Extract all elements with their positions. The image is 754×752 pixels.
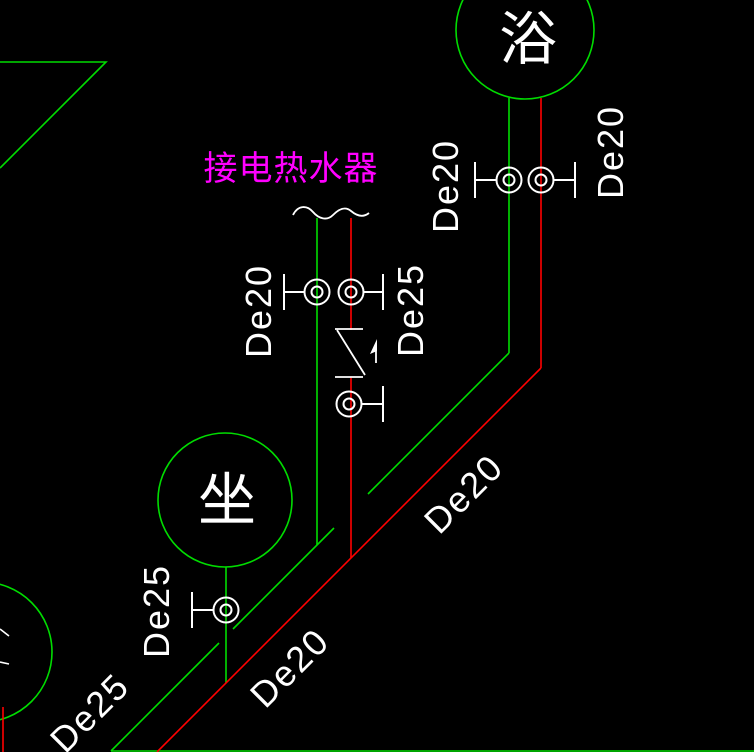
toilet-fixture-circle[interactable] (157, 432, 293, 568)
heater-annotation: 接电热水器 (203, 150, 379, 188)
expansion-joint-symbol[interactable] (335, 328, 377, 378)
top-left-branch-pipe[interactable] (0, 61, 108, 169)
pipe-label[interactable]: De20 (425, 138, 466, 234)
red-diagonal-main[interactable] (156, 367, 542, 752)
valve-bath-red[interactable] (527, 162, 576, 198)
valve-heater-green[interactable] (283, 274, 331, 310)
pipe-label[interactable]: De20 (590, 104, 631, 200)
pipe-break-wave-icon (292, 206, 370, 220)
flow-arrow-icon (370, 339, 377, 354)
green-diagonal-main[interactable] (110, 352, 510, 752)
bath-fixture-circle[interactable] (455, 0, 595, 100)
pipe-label[interactable]: De25 (136, 563, 177, 659)
valve-bath-green[interactable] (474, 162, 523, 198)
pipe-label[interactable]: De25 (390, 262, 431, 358)
fixture-label-bath: 浴 (498, 7, 558, 72)
fixture-label-toilet: 坐 (197, 468, 257, 533)
valve-symbols[interactable] (191, 162, 576, 628)
valve-heater-red-lower[interactable] (335, 386, 384, 422)
valve-toilet[interactable] (191, 592, 240, 628)
partial-character-strokes (0, 628, 10, 665)
red-pipe-network[interactable] (2, 98, 542, 752)
valve-heater-red-upper[interactable] (337, 274, 384, 310)
pipe-label[interactable]: De20 (238, 263, 279, 359)
bottom-left-fixture-circle[interactable] (0, 582, 53, 722)
